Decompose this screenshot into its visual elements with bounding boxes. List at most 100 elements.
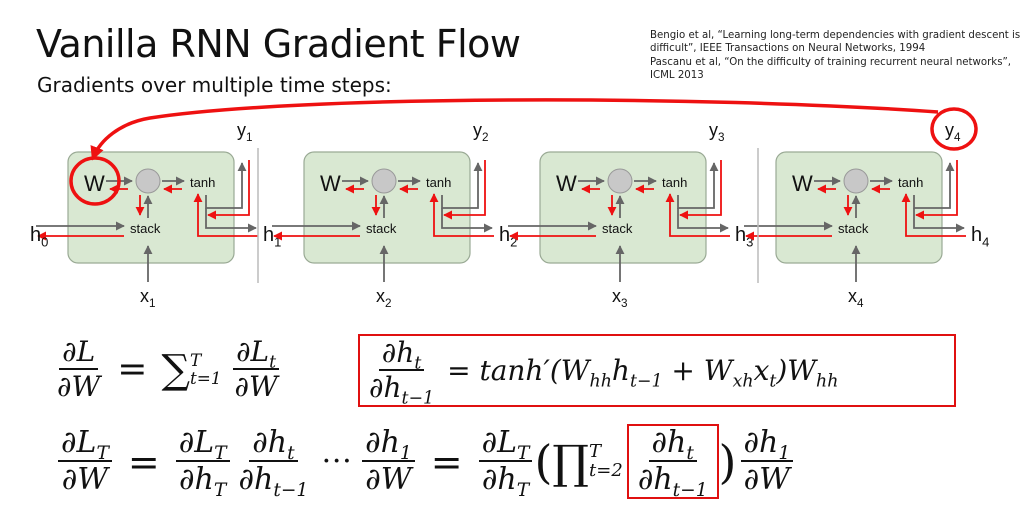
- equals-sign: =: [430, 439, 463, 484]
- denominator: ∂hT: [178, 462, 227, 501]
- close-paren: ): [718, 434, 737, 489]
- fraction: ∂LT ∂hT: [175, 428, 230, 501]
- stack-label: stack: [130, 221, 161, 236]
- numerator: ∂ht: [249, 428, 298, 463]
- numerator: ∂Lt: [233, 338, 280, 371]
- numerator: ∂LT: [58, 428, 112, 463]
- gradient-arrow: [443, 160, 486, 220]
- numerator: ∂h1: [740, 428, 794, 463]
- multiply-node: [135, 168, 161, 194]
- equals-sign: =: [127, 439, 160, 484]
- fraction: ∂ht ∂ht−1: [236, 428, 312, 501]
- forward-arrow: [441, 162, 483, 209]
- output-label: y1: [237, 120, 253, 144]
- sum-symbol: ∑: [161, 346, 190, 393]
- reference-line: difficult”, IEEE Transactions on Neural …: [650, 43, 926, 55]
- fraction: ∂L ∂W: [54, 338, 103, 401]
- sum-limits: T t=1: [190, 349, 222, 388]
- ellipsis: ⋅⋅⋅: [321, 444, 353, 479]
- tanh-label: tanh: [662, 175, 687, 190]
- sum-lower: t=1: [190, 367, 222, 388]
- gradient-arrow: [207, 160, 250, 220]
- denominator: ∂W: [365, 462, 412, 497]
- weight-label: W: [84, 171, 105, 196]
- forward-arrow: [677, 208, 729, 233]
- forward-arrow: [677, 162, 719, 209]
- numerator: ∂L: [59, 338, 99, 370]
- denominator: ∂ht−1: [637, 462, 708, 501]
- numerator: ∂ht: [648, 428, 697, 463]
- numerator: ∂LT: [175, 428, 230, 463]
- fraction: ∂h1 ∂W: [362, 428, 415, 495]
- multiply-node: [843, 168, 869, 194]
- tanh-label: tanh: [190, 175, 215, 190]
- slide-subtitle: Gradients over multiple time steps:: [37, 73, 392, 97]
- hidden-state-label: h4: [971, 224, 989, 250]
- reference-line: ICML 2013: [650, 69, 704, 81]
- equation-total-gradient: ∂L ∂W = ∑ T t=1 ∂Lt ∂W: [54, 338, 281, 401]
- fraction: ∂ht ∂ht−1: [366, 339, 437, 409]
- output-label: y3: [709, 120, 725, 144]
- long-gradient-arrow: [90, 98, 939, 161]
- denominator: ∂W: [61, 462, 109, 497]
- equation-local-gradient-boxed: ∂ht ∂ht−1 = tanh′(Whhht−1 + Wxhxt)Whh: [358, 334, 956, 407]
- denominator: ∂W: [234, 370, 278, 403]
- rhs-expression: = tanh′(Whhht−1 + Wxhxt)Whh: [447, 354, 839, 392]
- gradient-arrow: [665, 193, 730, 237]
- forward-arrow: [205, 162, 247, 209]
- gradient-arrow: [901, 193, 966, 237]
- hidden-state-label: h0: [30, 224, 48, 250]
- input-label: x1: [140, 286, 156, 310]
- stack-label: stack: [366, 221, 397, 236]
- input-label: x3: [612, 286, 628, 310]
- forward-arrow: [441, 208, 493, 233]
- gradient-arrow: [429, 193, 494, 237]
- boxed-local-gradient: ∂ht ∂ht−1: [626, 424, 719, 501]
- equals-sign: =: [117, 349, 148, 390]
- input-label: x4: [848, 286, 864, 310]
- denominator: ∂W: [743, 462, 791, 497]
- multiply-node: [371, 168, 397, 194]
- input-label: x2: [376, 286, 392, 310]
- fraction: ∂ht ∂ht−1: [635, 428, 711, 501]
- numerator: ∂h1: [362, 428, 415, 463]
- open-paren: (: [534, 434, 553, 489]
- weight-label: W: [320, 171, 341, 196]
- denominator: ∂ht−1: [369, 371, 435, 409]
- denominator: ∂ht−1: [238, 462, 309, 501]
- weight-label: W: [556, 171, 577, 196]
- sum-upper: T: [190, 349, 202, 370]
- slide-title: Vanilla RNN Gradient Flow: [36, 22, 521, 66]
- reference-line: Pascanu et al, “On the difficulty of tra…: [650, 56, 1012, 68]
- fraction: ∂Lt ∂W: [231, 338, 280, 401]
- multiply-node: [607, 168, 633, 194]
- fraction: ∂LT ∂W: [58, 428, 112, 495]
- denominator: ∂hT: [481, 462, 530, 501]
- product-upper: T: [589, 440, 602, 462]
- fraction: ∂LT ∂hT: [478, 428, 533, 501]
- gradient-arrow: [679, 160, 722, 220]
- gradient-arrow: [915, 160, 958, 220]
- fraction: ∂h1 ∂W: [740, 428, 794, 497]
- denominator: ∂W: [57, 370, 101, 403]
- tanh-label: tanh: [898, 175, 923, 190]
- tanh-label: tanh: [426, 175, 451, 190]
- stack-label: stack: [602, 221, 633, 236]
- stack-label: stack: [838, 221, 869, 236]
- gradient-arrow: [193, 193, 258, 237]
- forward-arrow: [913, 208, 965, 233]
- product-limits: T t=2: [589, 440, 623, 481]
- highlight-circle-y4: [930, 107, 978, 151]
- product-lower: t=2: [589, 459, 623, 481]
- output-label: y2: [473, 120, 489, 144]
- numerator: ∂LT: [478, 428, 533, 463]
- highlight-circle-w: [69, 156, 121, 206]
- output-label: y4: [945, 120, 961, 144]
- product-symbol: ∏: [552, 434, 590, 489]
